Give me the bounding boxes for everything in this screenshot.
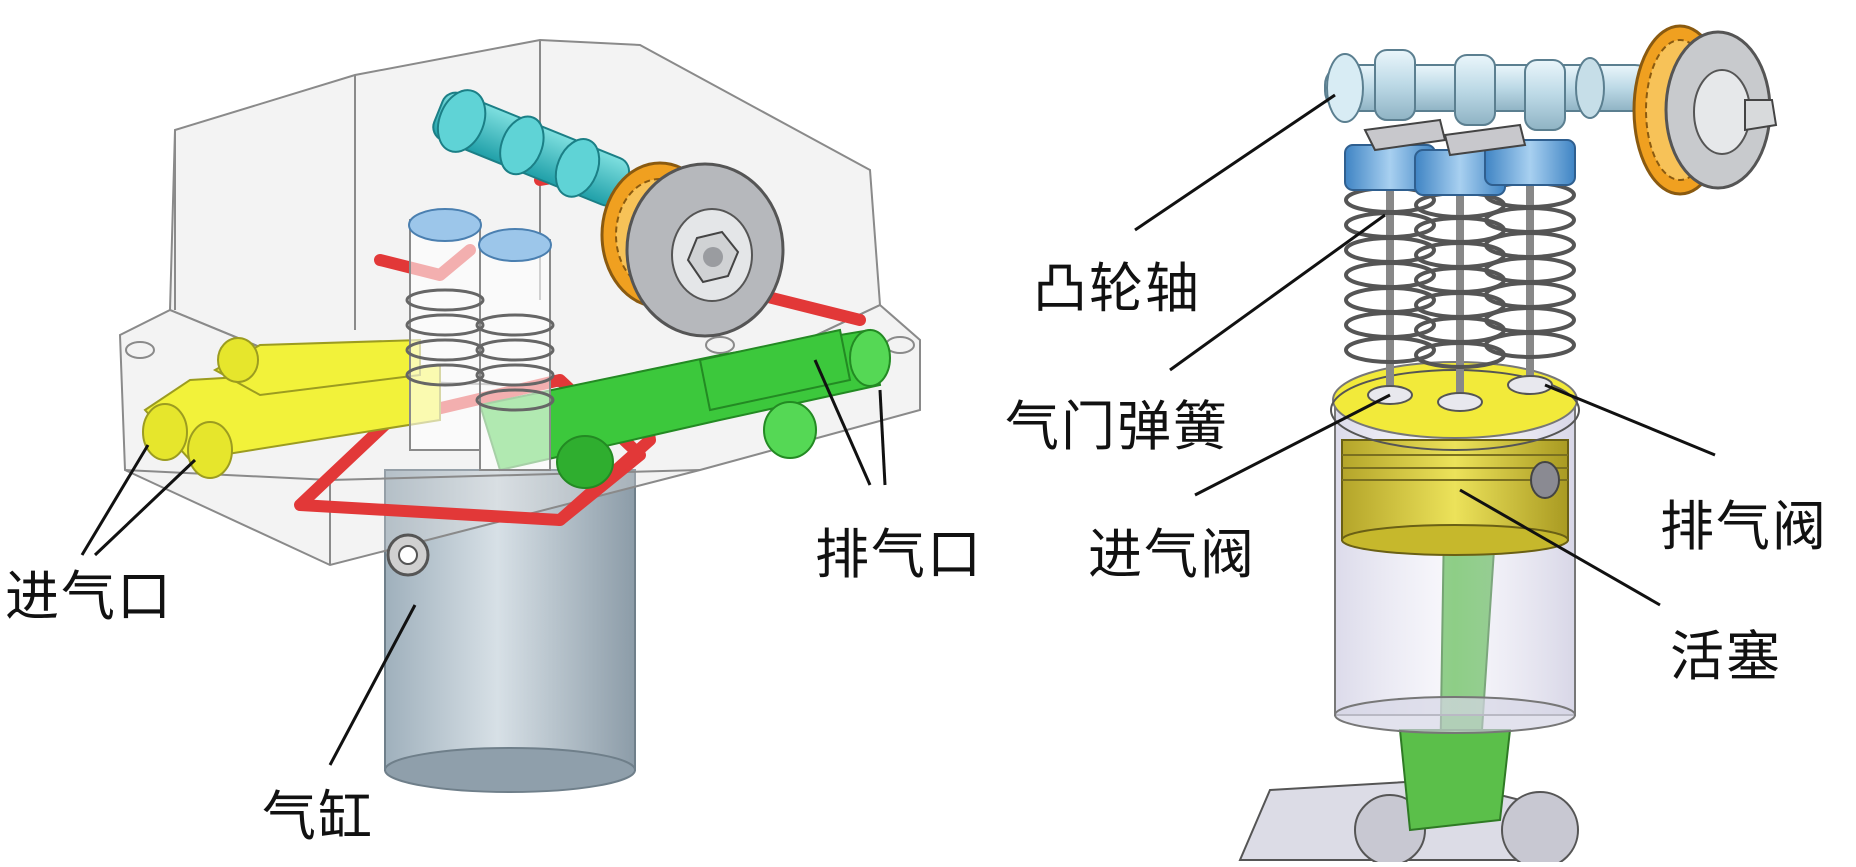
intake-pipes: [142, 337, 441, 479]
label-valve-spring: 气门弹簧: [1005, 395, 1229, 458]
left-timing-pulley: [600, 161, 785, 338]
valve-heads: [1367, 375, 1553, 412]
label-exhaust-port: 排气口: [815, 523, 983, 586]
leader-camshaft: [1134, 93, 1336, 232]
leader-lines: [80, 93, 1716, 766]
exhaust-pipes: [478, 328, 891, 489]
left-camshaft: [432, 89, 631, 207]
label-cylinder: 气缸: [262, 785, 374, 848]
leader-intake-valve: [1194, 393, 1391, 497]
valve-spring-caps: [1344, 139, 1576, 196]
label-camshaft: 凸轮轴: [1033, 257, 1201, 320]
piston: [1341, 439, 1569, 556]
label-exhaust-valve: 排气阀: [1660, 495, 1828, 558]
leader-intake-port-b: [93, 458, 197, 557]
leader-cylinder: [328, 604, 417, 766]
right-camshaft: [1324, 49, 1656, 131]
cam-followers: [1363, 118, 1527, 157]
right-timing-pulley: [1632, 24, 1778, 196]
leader-exhaust-port-a: [813, 359, 872, 486]
right-valve-train-assembly: [1238, 24, 1778, 867]
leader-exhaust-valve: [1544, 383, 1716, 457]
crank-base: [1238, 778, 1579, 867]
leader-piston: [1459, 488, 1661, 607]
label-intake-port: 进气口: [5, 565, 173, 628]
left-engine-assembly: [118, 38, 921, 793]
leader-exhaust-port-b: [878, 389, 887, 486]
leader-intake-port-a: [80, 444, 150, 556]
bolt-boss: [386, 533, 430, 577]
left-spring-coils: [405, 288, 555, 412]
right-spring-coils: [1344, 181, 1576, 369]
valve-stems: [1386, 160, 1534, 400]
label-intake-valve: 进气阀: [1088, 523, 1256, 586]
leader-valve-spring: [1169, 213, 1386, 372]
label-piston: 活塞: [1670, 625, 1782, 688]
